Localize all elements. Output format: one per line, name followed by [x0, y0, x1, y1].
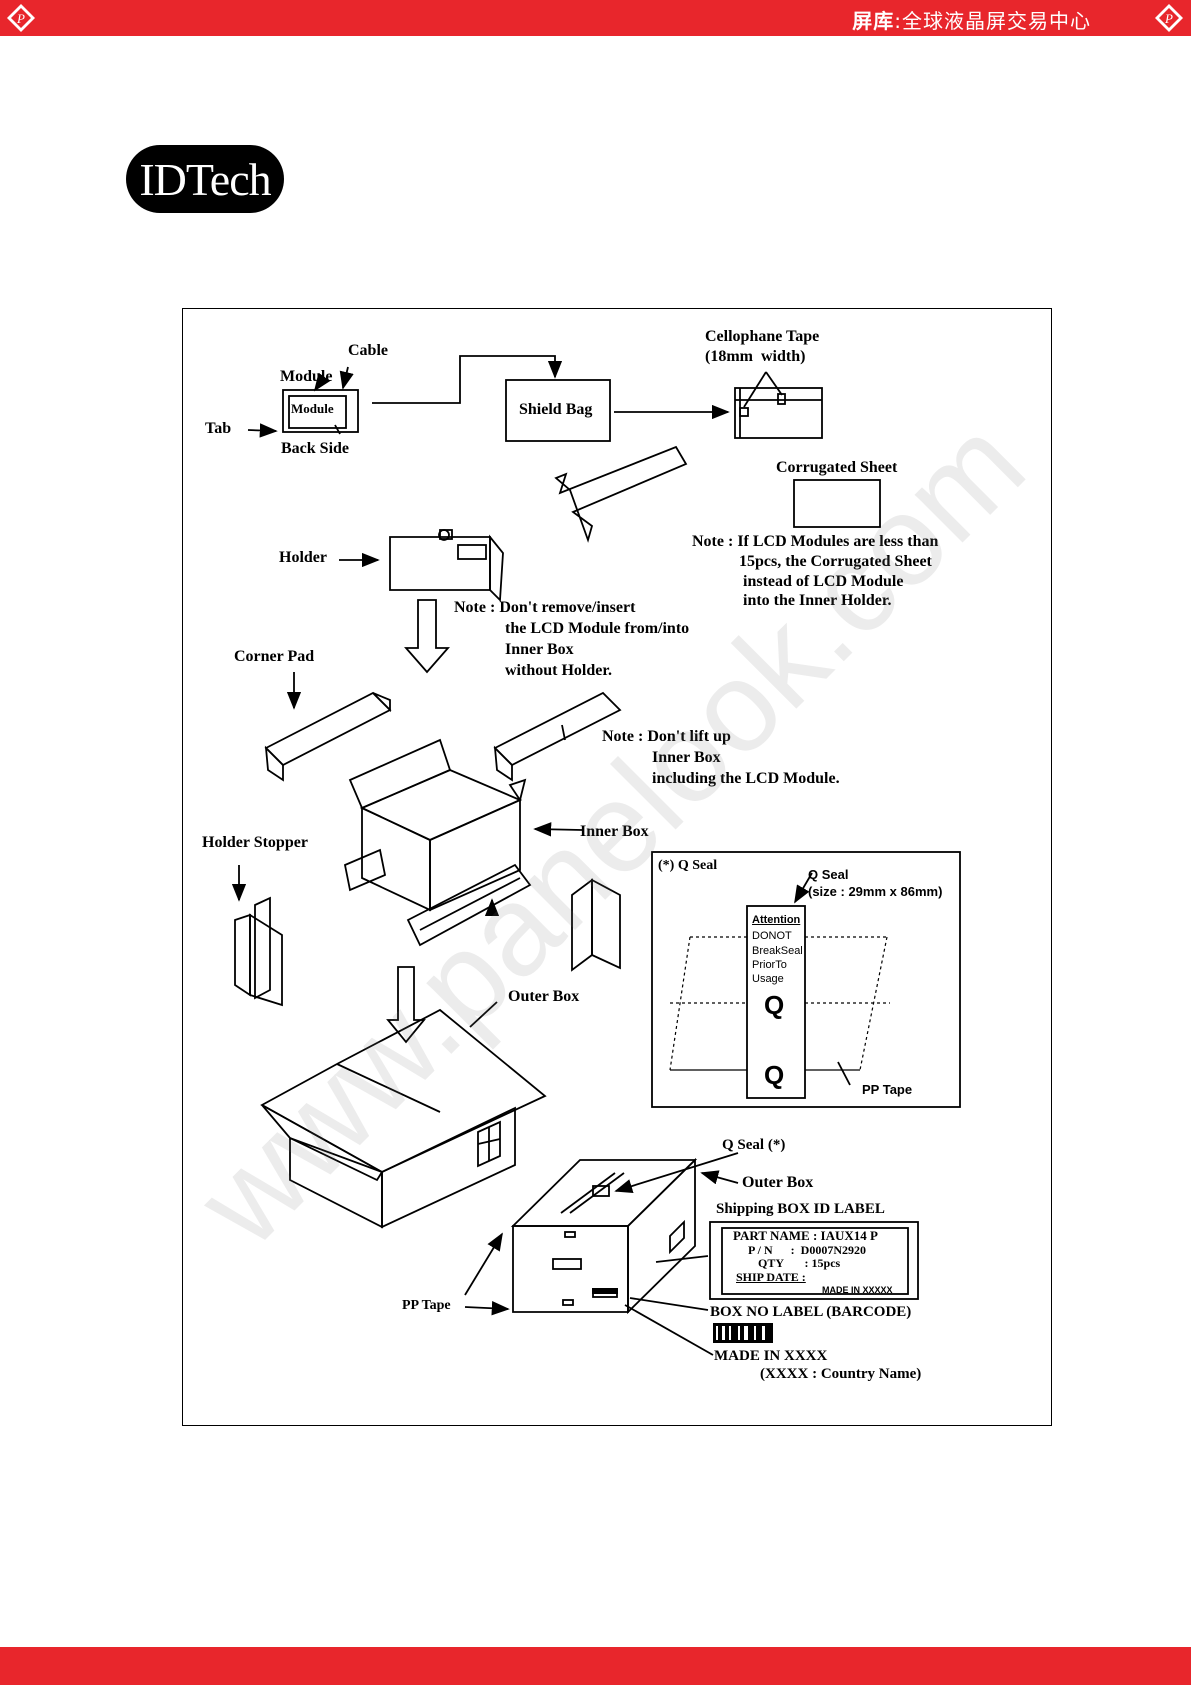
p-logo-icon: P	[7, 4, 35, 32]
inner-box-drawing	[343, 738, 532, 947]
qseal-line4: Usage	[752, 973, 784, 985]
down-arrow-outer-icon	[386, 966, 426, 1044]
qseal-q2: Q	[764, 1060, 785, 1090]
arrow-qseal	[614, 1152, 739, 1194]
corner-pad-left	[264, 691, 392, 782]
ship-pn: P / N : D0007N2920	[748, 1243, 866, 1257]
arrow-module-to-bag	[372, 355, 563, 404]
arrow-pp-tape-bottom	[464, 1301, 510, 1316]
qseal-inset-label: Q Seal	[808, 867, 849, 882]
qseal-line2: BreakSeal	[752, 945, 803, 957]
label-corner-pad: Corner Pad	[234, 648, 315, 665]
note-corr-4: into the Inner Holder.	[743, 592, 892, 609]
ship-part-name: PART NAME : IAUX14 P	[733, 1228, 878, 1243]
brand-sub: :全球液晶屏交易中心	[894, 9, 1091, 33]
note-holder-4: without Holder.	[505, 662, 612, 679]
idtech-logo: IDTech	[126, 145, 284, 213]
label-cellophane-2: (18mm width)	[705, 348, 806, 365]
label-shipping-title: Shipping BOX ID LABEL	[716, 1201, 885, 1217]
arrow-inner-box	[533, 822, 583, 837]
label-shield-bag: Shield Bag	[519, 401, 593, 418]
holder-stopper-right	[571, 878, 621, 972]
qseal-line3: PriorTo	[752, 959, 787, 971]
ship-qty: QTY : 15pcs	[758, 1256, 841, 1270]
down-arrow-icon	[404, 599, 450, 674]
note-corr-1: Note : If LCD Modules are less than	[692, 533, 939, 550]
hollow-arrow-icon	[554, 445, 688, 543]
label-made-in: MADE IN XXXX	[714, 1348, 828, 1364]
shield-bag-box	[505, 379, 611, 442]
label-outer-box: Outer Box	[508, 988, 580, 1005]
outer-box-open-drawing	[260, 1008, 547, 1229]
note-holder-1: Note : Don't remove/insert	[454, 599, 636, 616]
qseal-inset-box	[651, 851, 961, 1108]
ship-date: SHIP DATE :	[736, 1270, 806, 1284]
label-inner-box: Inner Box	[580, 823, 649, 840]
label-module: Module	[280, 368, 333, 385]
arrow-tab	[247, 423, 278, 438]
brand-main: 屏库	[852, 9, 895, 33]
label-module-inner: Module	[291, 401, 334, 416]
holder-drawing	[389, 529, 504, 603]
ship-label-leader	[655, 1255, 709, 1263]
p-logo-icon: P	[1155, 4, 1183, 32]
qseal-attention: Attention	[752, 914, 801, 926]
label-cable: Cable	[348, 342, 388, 359]
qseal-q1: Q	[764, 990, 785, 1020]
arrow-qseal-inset	[794, 872, 813, 904]
note-corr-2: 15pcs, the Corrugated Sheet	[739, 553, 932, 570]
qseal-inset-size: (size : 29mm x 86mm)	[808, 884, 943, 899]
qseal-inset-title: (*) Q Seal	[658, 858, 718, 873]
note-corr-3: instead of LCD Module	[743, 573, 904, 590]
note-lift-2: Inner Box	[652, 749, 721, 766]
arrow-cable	[339, 366, 354, 390]
label-back-side: Back Side	[281, 440, 350, 457]
ship-made: MADE IN XXXXX	[822, 1285, 893, 1295]
outer-box-leader	[469, 1001, 498, 1028]
made-in-leader	[624, 1304, 714, 1356]
brand-text: 屏库:全球液晶屏交易中心	[852, 5, 1091, 34]
logo-text: IDTech	[139, 154, 271, 205]
note-lift-3: including the LCD Module.	[652, 770, 840, 787]
note-holder-2: the LCD Module from/into	[505, 620, 690, 637]
svg-text:P: P	[1164, 11, 1173, 26]
arrow-pp-tape-top	[464, 1232, 503, 1296]
qseal-line1: DONOT	[752, 930, 792, 942]
label-pp-tape-inset: PP Tape	[862, 1082, 913, 1097]
taped-bag-drawing	[734, 387, 823, 439]
label-pp-tape: PP Tape	[402, 1298, 451, 1313]
label-corrugated-sheet: Corrugated Sheet	[776, 459, 898, 476]
label-tab: Tab	[205, 420, 232, 437]
top-banner	[0, 0, 1191, 36]
label-box-no: BOX NO LABEL (BARCODE)	[710, 1304, 912, 1320]
label-cellophane-1: Cellophane Tape	[705, 328, 820, 345]
corrugated-sheet-drawing	[793, 479, 881, 528]
label-holder-stopper: Holder Stopper	[202, 834, 308, 851]
corner-pad-right	[493, 691, 622, 782]
svg-text:P: P	[16, 11, 25, 26]
label-qseal-star: Q Seal (*)	[722, 1137, 786, 1153]
shipping-label-inner	[721, 1227, 909, 1295]
note-lift-1: Note : Don't lift up	[602, 728, 731, 745]
arrow-outer-box	[700, 1170, 739, 1185]
shipping-label-outer	[709, 1221, 919, 1300]
holder-stopper-left	[234, 896, 283, 1007]
note-holder-3: Inner Box	[505, 641, 574, 658]
label-holder: Holder	[279, 549, 327, 566]
arrow-module	[313, 372, 331, 392]
bottom-banner	[0, 1647, 1191, 1685]
packing-diagram-frame	[182, 308, 1052, 1426]
label-country: (XXXX : Country Name)	[760, 1366, 922, 1382]
barcode-icon	[592, 1288, 773, 1343]
pp-tape-inset-leader	[837, 1061, 851, 1086]
label-outer-box-2: Outer Box	[742, 1174, 814, 1191]
tape-leader	[743, 371, 767, 408]
qseal-strip	[746, 905, 806, 1099]
box-no-label-leader	[629, 1297, 709, 1311]
